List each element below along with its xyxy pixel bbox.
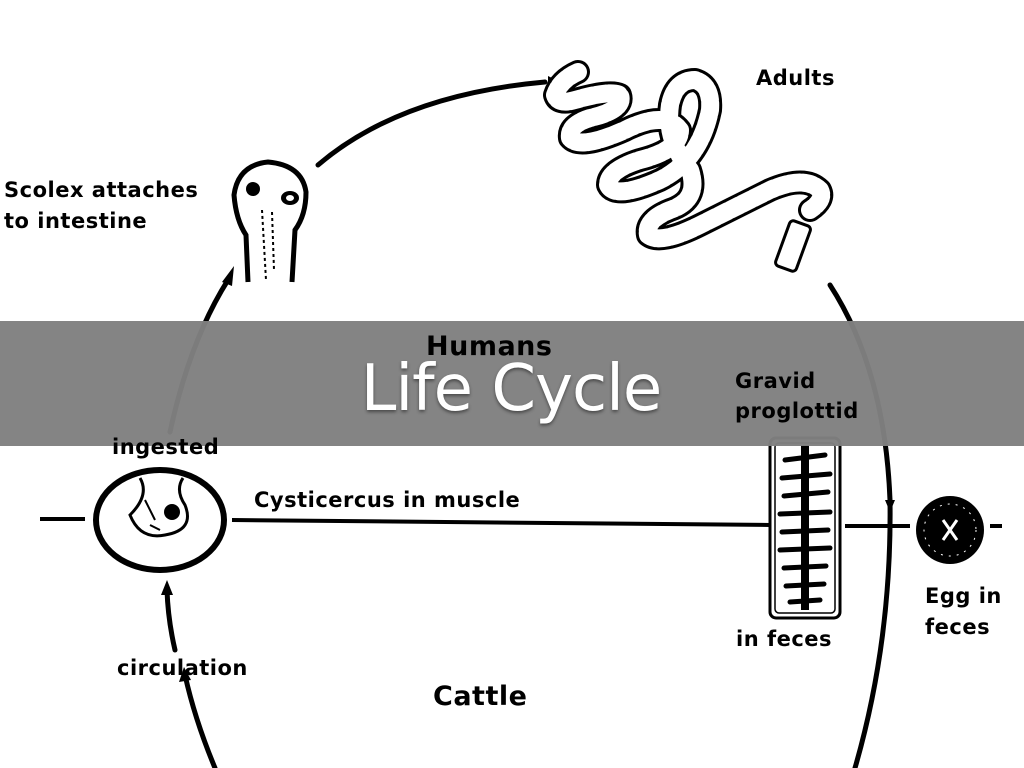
label-host-cattle: Cattle [433, 681, 528, 712]
label-scolex-line1: Scolex attaches [4, 178, 199, 202]
cycle-arrow-circulation [164, 587, 218, 768]
label-scolex-line2: to intestine [4, 209, 148, 233]
label-circulation: circulation [117, 656, 248, 680]
egg-illustration [916, 496, 984, 564]
label-adults: Adults [756, 66, 835, 90]
arrowhead-to-egg [885, 500, 895, 512]
cysticercus-illustration [93, 467, 227, 573]
adult-tapeworm-illustration [543, 60, 834, 273]
label-gravid-line2: proglottid [735, 399, 859, 423]
label-egg-line1: Egg in [925, 584, 1002, 608]
scolex-illustration [231, 159, 309, 283]
cycle-arrow-scolex-to-adults [315, 79, 548, 168]
label-ingested: ingested [112, 435, 220, 459]
label-host-humans: Humans [426, 331, 553, 362]
arrowhead-up-circulation-2 [179, 667, 191, 682]
host-divider-line [40, 517, 1002, 528]
arrowhead-to-scolex [222, 266, 234, 286]
slide-title-text: Life Cycle [360, 352, 663, 426]
label-cysticercus: Cysticercus in muscle [254, 488, 521, 512]
proglottid-illustration [768, 436, 842, 620]
slide-title: Life Cycle [0, 349, 1024, 429]
title-banner [0, 321, 1024, 446]
label-in-feces: in feces [736, 627, 833, 651]
label-egg-line2: feces [925, 615, 991, 639]
label-gravid-line1: Gravid [735, 369, 816, 393]
detached-proglottid [774, 219, 812, 273]
arrowhead-up-circulation-1 [161, 580, 173, 595]
